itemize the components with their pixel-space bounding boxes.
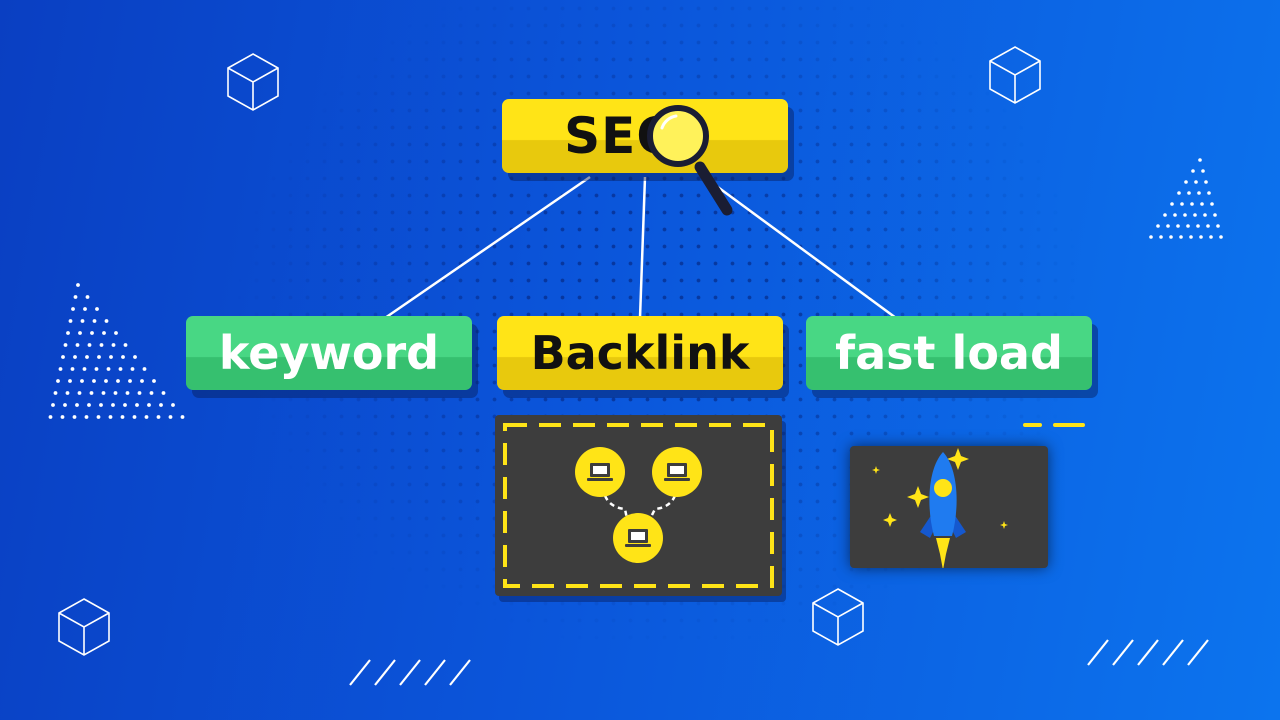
seo-root-node: SEO (502, 99, 788, 173)
dotted-triangle-decoration (1149, 158, 1223, 239)
fast-load-label: fast load (835, 326, 1063, 380)
fast-load-node: fast load (806, 316, 1092, 390)
connector-lines (384, 175, 897, 320)
connector-seo-backlink (638, 176, 647, 319)
keyword-label: keyword (218, 326, 440, 380)
cube-icon (58, 598, 110, 656)
sparkle-icon (872, 448, 1008, 529)
hatch-stripes-decoration (349, 659, 471, 686)
backlink-label: Backlink (530, 326, 750, 380)
hatch-stripes-decoration (1087, 639, 1209, 666)
rocket-icon (872, 448, 1008, 570)
dotted-triangle-decoration (48, 283, 185, 419)
linked-computers-icon (503, 423, 774, 588)
keyword-node: keyword (186, 316, 472, 390)
connector-seo-keyword (384, 175, 591, 320)
cube-icon (989, 46, 1041, 104)
cube-icon (812, 588, 864, 646)
backlink-network-illustration (495, 415, 782, 596)
computer-node-icon (613, 513, 663, 563)
cube-icon (227, 53, 279, 111)
computer-node-icon (652, 447, 702, 497)
computer-node-icon (575, 447, 625, 497)
fast-load-rocket-illustration (850, 446, 1048, 570)
backlink-node: Backlink (497, 316, 783, 390)
connector-seo-fast-load (714, 183, 897, 320)
seo-root-label: SEO (564, 107, 680, 165)
